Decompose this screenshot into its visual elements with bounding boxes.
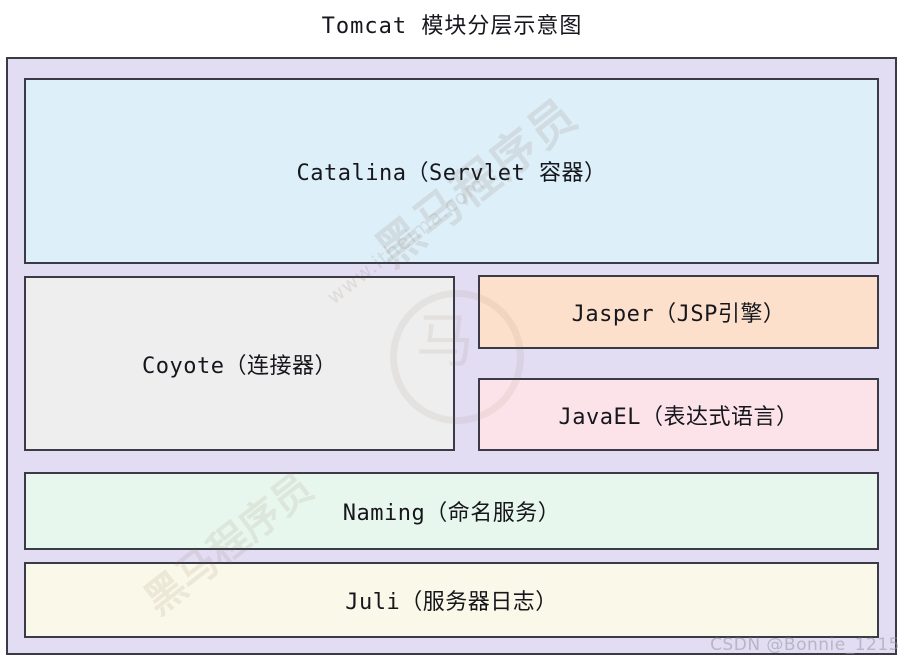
module-label-catalina: Catalina（Servlet 容器）	[296, 161, 607, 186]
module-box-catalina: Catalina（Servlet 容器）	[24, 78, 879, 264]
module-label-coyote: Coyote（连接器）	[142, 353, 337, 379]
module-box-javael: JavaEL（表达式语言）	[478, 378, 879, 451]
module-box-naming: Naming（命名服务）	[24, 472, 879, 550]
module-box-juli: Juli（服务器日志）	[24, 562, 879, 638]
module-label-juli: Juli（服务器日志）	[345, 590, 558, 615]
module-label-jasper: Jasper（JSP引擎）	[571, 302, 786, 327]
module-box-coyote: Coyote（连接器）	[24, 276, 455, 451]
module-label-naming: Naming（命名服务）	[342, 501, 561, 526]
module-label-javael: JavaEL（表达式语言）	[558, 404, 799, 430]
page-title: Tomcat 模块分层示意图	[321, 14, 583, 39]
module-box-jasper: Jasper（JSP引擎）	[478, 275, 879, 349]
